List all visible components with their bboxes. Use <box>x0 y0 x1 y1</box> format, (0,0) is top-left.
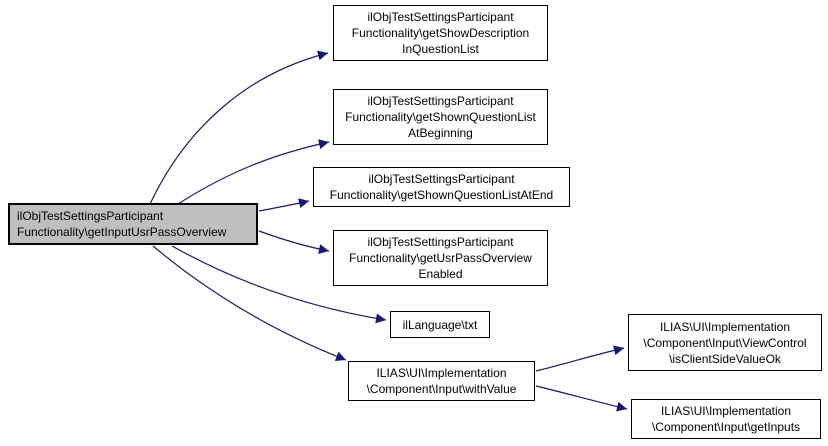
edge-main-to-withValue <box>152 245 347 361</box>
node-getShownQuestionListAtBeginning[interactable]: ilObjTestSettingsParticipant Functionali… <box>333 89 548 145</box>
edge-main-to-ilLanguage-txt <box>171 245 387 324</box>
node-getInputs[interactable]: ILIAS\UI\Implementation \Component\Input… <box>631 399 821 439</box>
edge-main-to-getShownQuestionListAtEnd <box>258 198 310 212</box>
node-getShowDescriptionInQuestionList[interactable]: ilObjTestSettingsParticipant Functionali… <box>333 5 548 61</box>
node-ilLanguage-txt[interactable]: ilLanguage\txt <box>390 311 490 338</box>
node-isClientSideValueOk[interactable]: ILIAS\UI\Implementation \Component\Input… <box>628 314 822 371</box>
edge-main-to-getShownQuestionListAtBeginning <box>177 139 330 205</box>
node-withValue[interactable]: ILIAS\UI\Implementation \Component\Input… <box>348 361 535 401</box>
edge-withValue-to-isClientSideValueOk <box>535 345 625 372</box>
edge-main-to-getUsrPassOverviewEnabled <box>258 230 330 255</box>
edge-withValue-to-getInputs <box>535 385 628 412</box>
node-getUsrPassOverviewEnabled[interactable]: ilObjTestSettingsParticipant Functionali… <box>333 230 548 286</box>
node-getInputUsrPassOverview: ilObjTestSettingsParticipant Functionali… <box>8 203 258 245</box>
edge-main-to-getShowDescriptionInQuestionList <box>149 50 329 205</box>
node-getShownQuestionListAtEnd[interactable]: ilObjTestSettingsParticipant Functionali… <box>313 167 570 207</box>
